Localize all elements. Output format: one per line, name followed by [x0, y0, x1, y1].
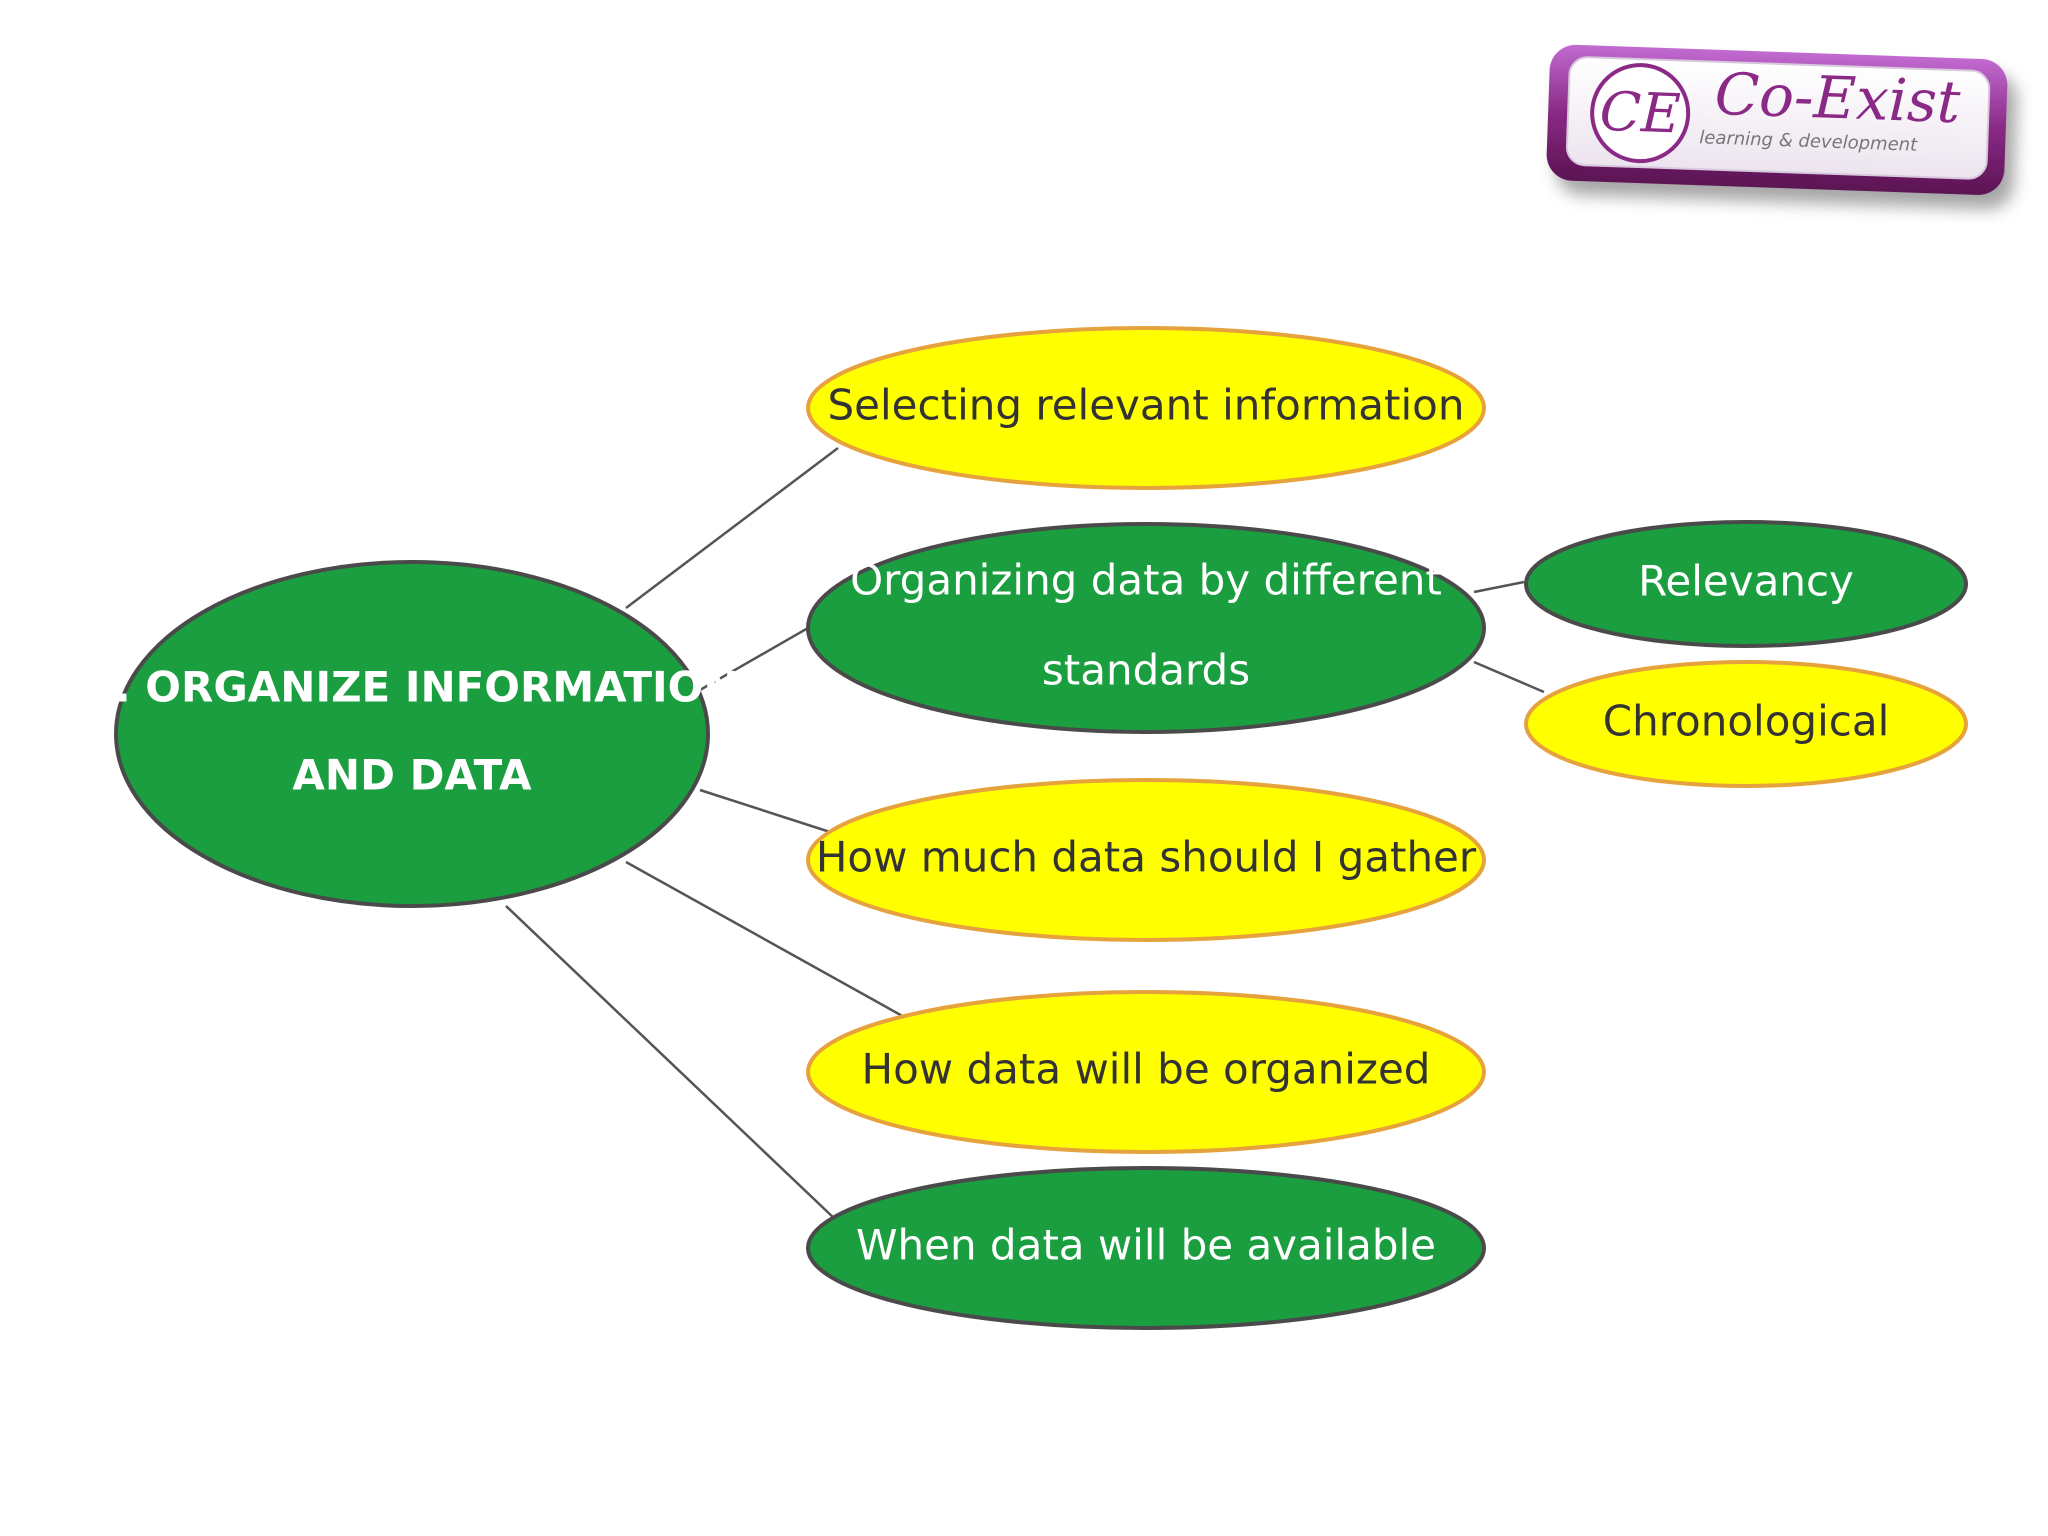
logo-title: Co-Exist — [1714, 60, 1962, 137]
child-node-relevancy: Relevancy — [1524, 520, 1968, 648]
branch-node-organizing-label: Organizing data by different — [850, 556, 1442, 605]
co-exist-logo: CE Co-Exist learning & development — [1546, 44, 2008, 195]
child-node-relevancy-ellipse — [1524, 520, 1968, 648]
root-node-label: AND DATA — [292, 751, 532, 800]
root-node: 3. ORGANIZE INFORMATION AND DATA — [85, 560, 739, 908]
root-node-label: 3. ORGANIZE INFORMATION — [85, 663, 738, 712]
logo-monogram-ring — [1590, 63, 1691, 164]
branch-node-how-organized-ellipse — [806, 990, 1486, 1154]
branch-node-selecting-label: Selecting relevant information — [828, 381, 1465, 430]
connector-line — [625, 860, 907, 1020]
branch-node-selecting-ellipse — [806, 326, 1486, 490]
branch-node-organizing-ellipse — [806, 522, 1486, 734]
connectors — [505, 447, 1545, 1221]
branch-node-how-much: How much data should I gather — [806, 778, 1486, 942]
branch-node-when-available-label: When data will be available — [856, 1221, 1436, 1270]
connector-line — [699, 626, 809, 692]
branch-node-how-much-label: How much data should I gather — [816, 833, 1477, 882]
branch-node-organizing: Organizing data by different standards — [806, 522, 1486, 734]
root-node-ellipse — [114, 560, 710, 908]
connector-line — [625, 447, 839, 609]
branch-node-how-much-ellipse — [806, 778, 1486, 942]
logo-monogram: CE — [1599, 80, 1682, 146]
child-node-chronological-ellipse — [1524, 660, 1968, 788]
connector-line — [699, 788, 831, 834]
child-node-chronological-label: Chronological — [1603, 697, 1890, 746]
child-node-relevancy-label: Relevancy — [1638, 557, 1854, 606]
connector-line — [505, 905, 837, 1221]
branch-node-organizing-label: standards — [1042, 646, 1250, 695]
connector-line — [1473, 660, 1545, 694]
connector-line — [1473, 580, 1525, 594]
branch-node-how-organized: How data will be organized — [806, 990, 1486, 1154]
branch-node-when-available-ellipse — [806, 1166, 1486, 1330]
branch-node-how-organized-label: How data will be organized — [862, 1045, 1431, 1094]
branch-node-when-available: When data will be available — [806, 1166, 1486, 1330]
child-node-chronological: Chronological — [1524, 660, 1968, 788]
branch-node-selecting: Selecting relevant information — [806, 326, 1486, 490]
nodes: 3. ORGANIZE INFORMATION AND DATA Selecting… — [85, 326, 1968, 1330]
